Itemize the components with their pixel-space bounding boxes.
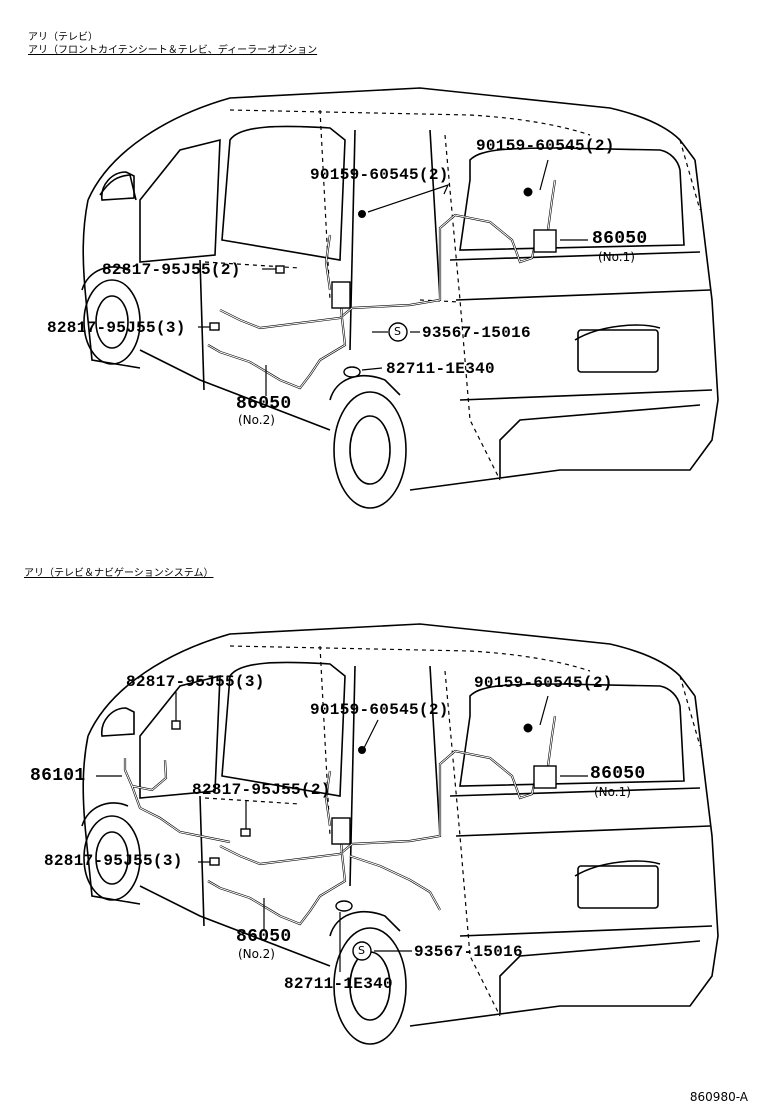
van-top-outline	[81, 87, 719, 509]
bottom-navi-harness-label: 86101	[30, 766, 86, 786]
bottom-leaders	[96, 692, 588, 972]
top-s-mark: S	[394, 325, 401, 338]
top-leaders	[198, 159, 588, 396]
bottom-screw-label: 93567-15016	[414, 943, 523, 961]
top-bolt-left-label: 90159-60545(2)	[310, 166, 449, 184]
bottom-antenna-side-label: 86050	[236, 927, 292, 947]
bottom-clip-lower-label: 82817-95J55(3)	[44, 852, 183, 870]
bottom-bolt-left-label: 90159-60545(2)	[310, 701, 449, 719]
top-screw-label: 93567-15016	[422, 324, 531, 342]
top-antenna-side-label: 86050	[236, 394, 292, 414]
top-wiring	[207, 179, 557, 390]
top-header-line2: アリ（フロントカイテンシート＆テレビ、ディーラーオプション	[28, 45, 318, 56]
bottom-s-mark: S	[358, 944, 365, 957]
top-antenna-side-sub: (No.2)	[238, 413, 275, 427]
bottom-grommet-label: 82711-1E340	[284, 975, 393, 993]
top-antenna-rear-sub: (No.1)	[598, 250, 635, 264]
top-grommet-label: 82711-1E340	[386, 360, 495, 378]
bottom-clip-mid-label: 82817-95J55(2)	[192, 781, 331, 799]
bottom-header-line1: アリ（テレビ＆ナビゲーションシステム）	[24, 568, 214, 579]
top-antenna-rear-label: 86050	[592, 229, 648, 249]
bottom-antenna-side-sub: (No.2)	[238, 947, 275, 961]
diagram-code: 860980-A	[689, 1090, 748, 1104]
bottom-clip-top-label: 82817-95J55(3)	[126, 673, 265, 691]
bottom-antenna-rear-sub: (No.1)	[594, 785, 631, 799]
top-bolt-right-label: 90159-60545(2)	[476, 137, 615, 155]
top-clip-upper-label: 82817-95J55(2)	[102, 261, 241, 279]
top-clip-lower-label: 82817-95J55(3)	[47, 319, 186, 337]
bottom-antenna-rear-label: 86050	[590, 764, 646, 784]
bottom-bolt-right-label: 90159-60545(2)	[474, 674, 613, 692]
van-bottom-outline	[81, 623, 719, 1045]
top-header-line1: アリ（テレビ）	[28, 32, 98, 43]
